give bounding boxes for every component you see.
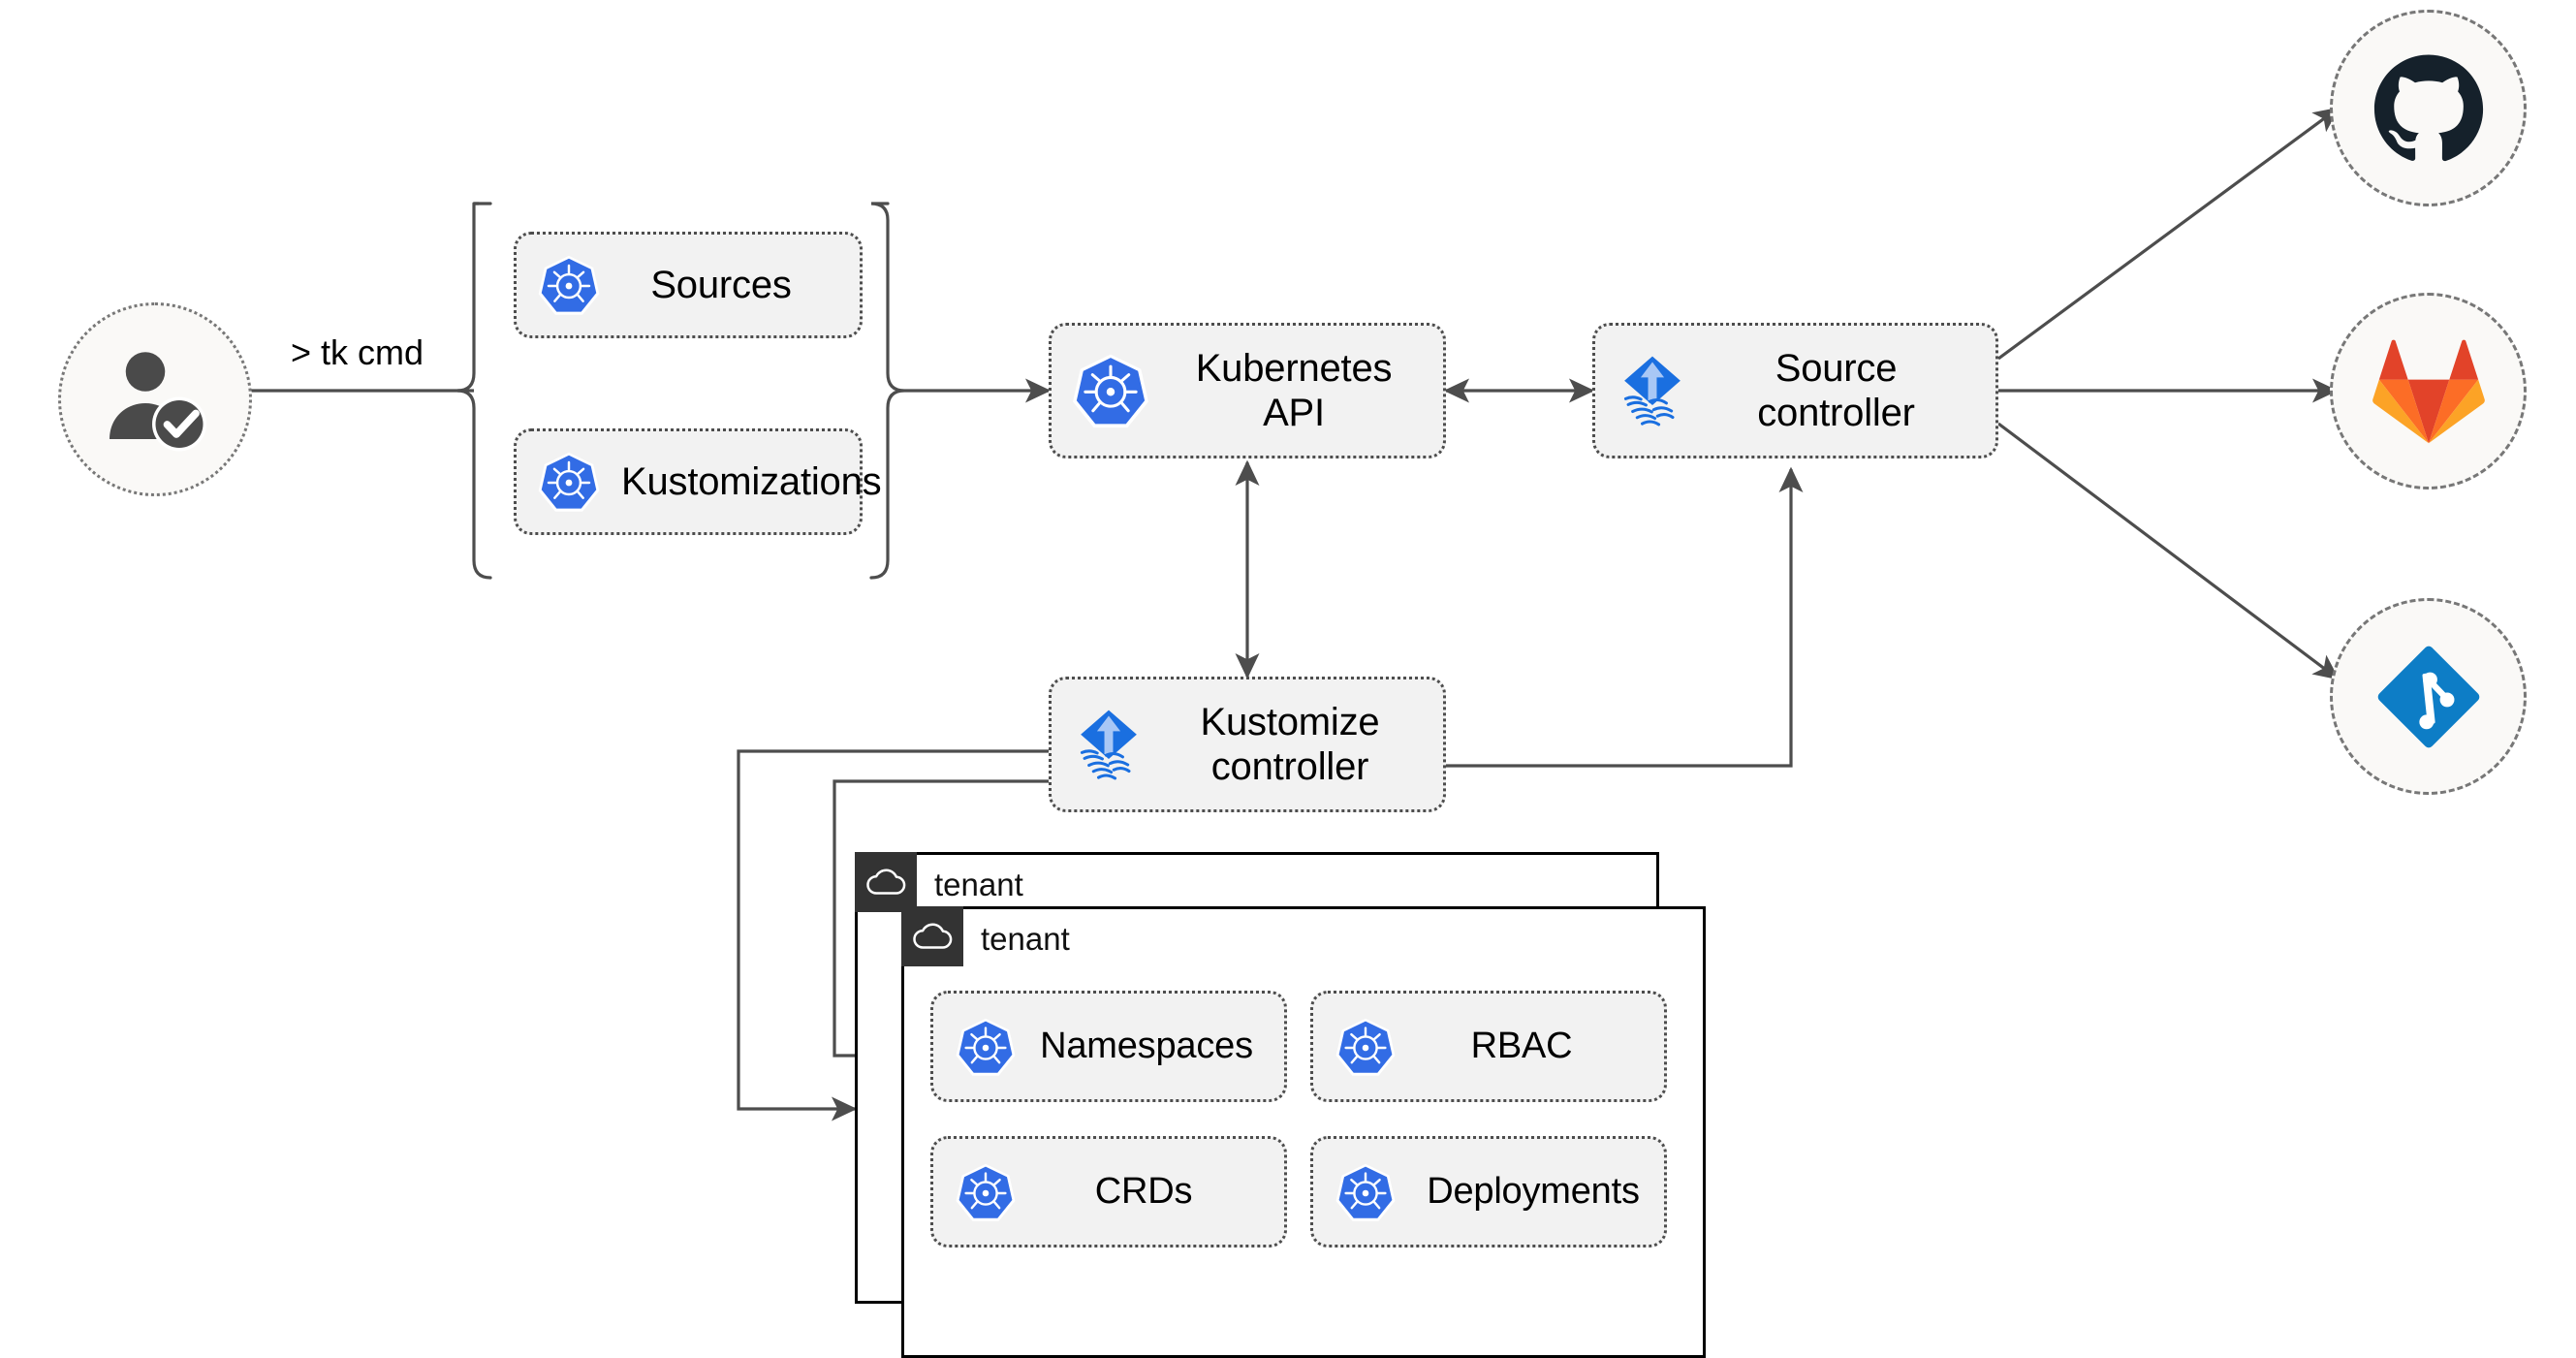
node-label: Kubernetes API bbox=[1195, 347, 1393, 434]
user-check-icon bbox=[110, 352, 206, 452]
tenant-tab-1 bbox=[855, 852, 917, 912]
edge-source-to-git bbox=[1997, 422, 2340, 680]
provider-gitlab[interactable] bbox=[2330, 293, 2527, 490]
command-label: > tk cmd bbox=[291, 332, 424, 372]
kubernetes-icon bbox=[517, 253, 621, 317]
provider-github[interactable] bbox=[2330, 10, 2527, 206]
kubernetes-icon bbox=[933, 1016, 1038, 1078]
cloud-icon bbox=[866, 868, 906, 895]
resource-label: CRDs bbox=[1094, 1170, 1193, 1212]
crd-box-sources[interactable]: Sources bbox=[514, 232, 863, 338]
tenant-resource-crds[interactable]: CRDs bbox=[930, 1136, 1287, 1247]
edge-source-to-github bbox=[1997, 107, 2340, 361]
tenant-label-1: tenant bbox=[934, 867, 1023, 902]
tenant-resource-namespaces[interactable]: Namespaces bbox=[930, 991, 1287, 1102]
brace-right bbox=[869, 202, 905, 580]
tenant-resource-rbac[interactable]: RBAC bbox=[1310, 991, 1667, 1102]
node-label: Source controller bbox=[1757, 347, 1915, 434]
crd-label: Kustomizations bbox=[621, 460, 882, 503]
crd-box-kustomizations[interactable]: Kustomizations bbox=[514, 428, 882, 535]
crd-label: Sources bbox=[650, 264, 792, 306]
edge-kustomize-to-tenant-1 bbox=[737, 749, 1049, 1121]
tenant-panel-2[interactable] bbox=[901, 906, 1706, 1358]
kubernetes-icon bbox=[1313, 1161, 1418, 1223]
kubernetes-icon bbox=[933, 1161, 1038, 1223]
tenant-label-2: tenant bbox=[981, 921, 1070, 957]
edge-kustomize-to-source bbox=[1446, 466, 1804, 768]
node-label: Kustomize controller bbox=[1200, 701, 1380, 788]
node-kubernetes-api[interactable]: Kubernetes API bbox=[1049, 323, 1446, 458]
resource-label: RBAC bbox=[1470, 1025, 1573, 1066]
git-icon bbox=[2377, 646, 2479, 747]
node-source-controller[interactable]: Source controller bbox=[1592, 323, 1998, 458]
resource-label: Namespaces bbox=[1040, 1025, 1253, 1066]
tenant-tab-2 bbox=[901, 906, 963, 966]
kubernetes-icon bbox=[517, 450, 621, 514]
tenant-resource-deployments[interactable]: Deployments bbox=[1310, 1136, 1667, 1247]
flux-icon bbox=[1595, 350, 1710, 431]
flux-icon bbox=[1052, 704, 1166, 785]
node-kustomize-controller[interactable]: Kustomize controller bbox=[1049, 677, 1446, 812]
gitlab-icon bbox=[2372, 339, 2485, 443]
provider-git[interactable] bbox=[2330, 598, 2527, 795]
kubernetes-icon bbox=[1052, 351, 1170, 430]
github-icon bbox=[2373, 53, 2483, 161]
resource-label: Deployments bbox=[1427, 1170, 1640, 1212]
actor-user[interactable] bbox=[58, 302, 252, 496]
cloud-icon bbox=[913, 923, 953, 949]
kubernetes-icon bbox=[1313, 1016, 1418, 1078]
